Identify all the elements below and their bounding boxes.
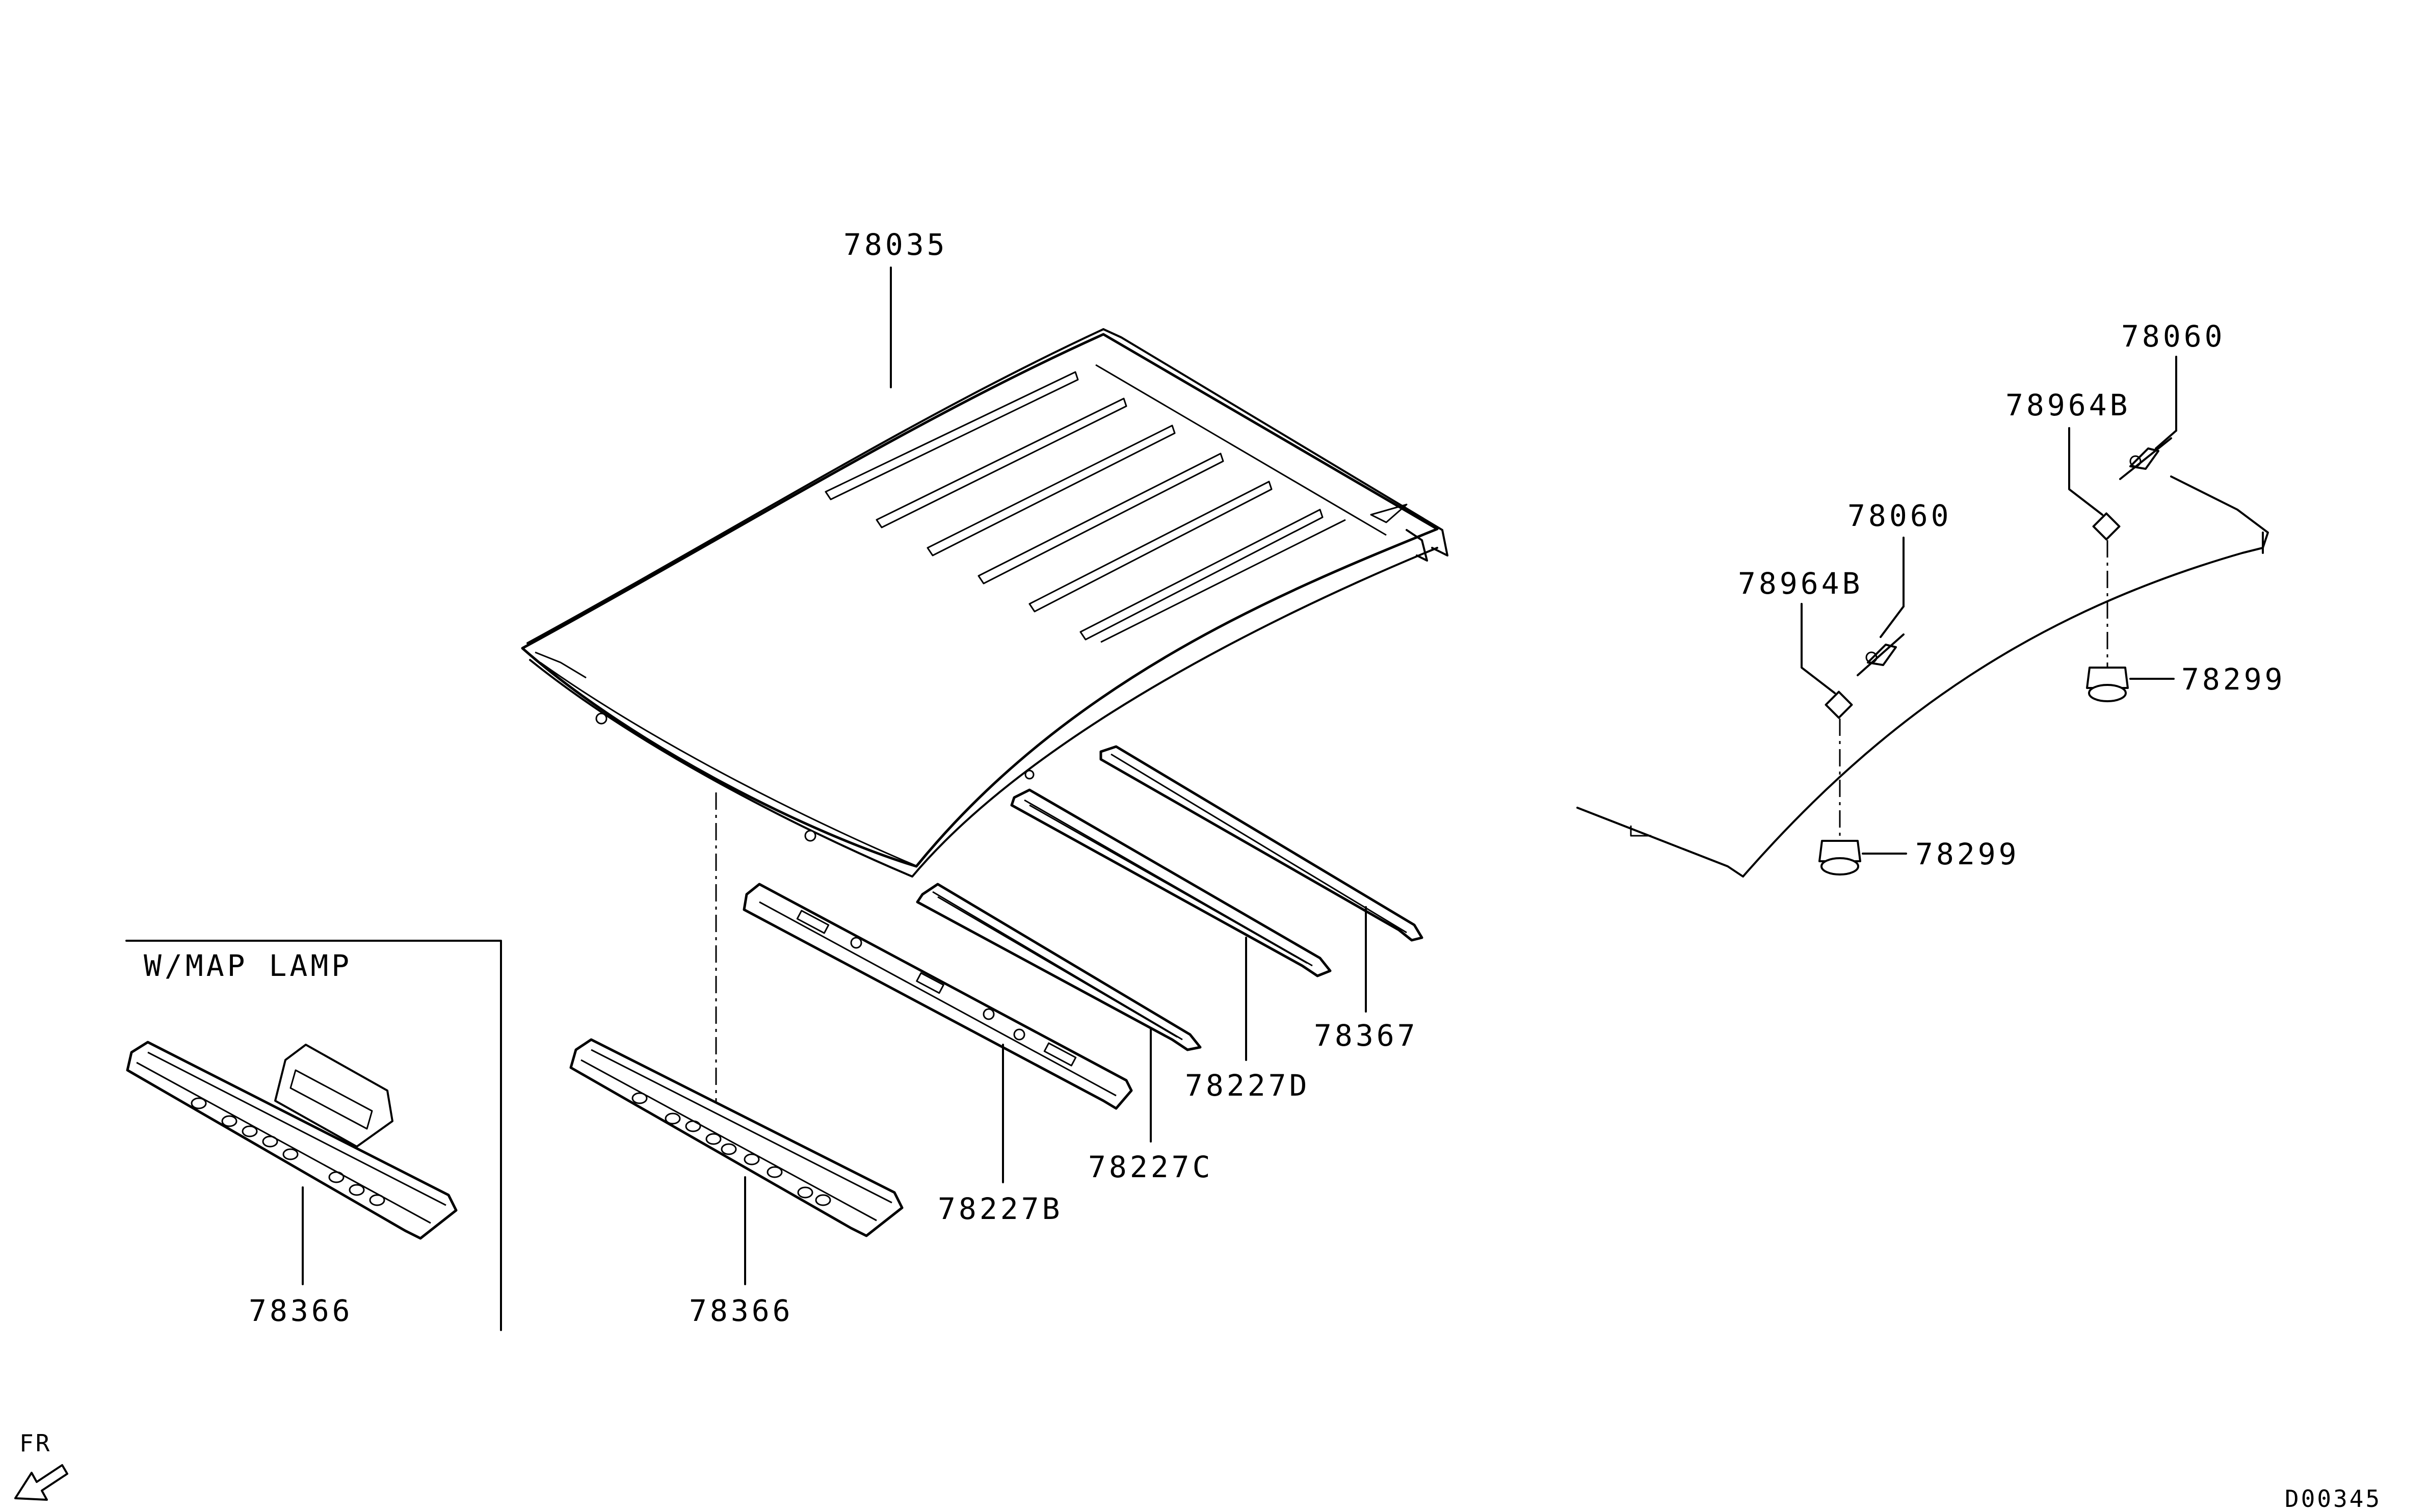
label-78366-inset: 78366 — [249, 1293, 353, 1328]
inset-map-lamp: W/MAP LAMP — [125, 940, 502, 1331]
label-78366: 78366 — [689, 1293, 794, 1328]
label-78227c: 78227C — [1088, 1150, 1213, 1184]
grommet-front — [1818, 840, 1861, 876]
leader-78964b-rear — [2068, 427, 2103, 516]
pad-rear — [2092, 512, 2121, 541]
roof-panel — [521, 328, 1448, 878]
label-78227b: 78227B — [938, 1191, 1063, 1226]
label-78964b-front: 78964B — [1738, 566, 1863, 601]
front-header-78366 — [569, 1038, 904, 1237]
label-78299-front: 78299 — [1915, 837, 2020, 871]
leader-78964b-front — [1801, 603, 1836, 694]
label-78367: 78367 — [1314, 1018, 1418, 1053]
roof-side-view — [1576, 475, 2269, 878]
roof-rail-78227d — [1010, 788, 1332, 977]
leader-78060-rear-tip — [2155, 430, 2177, 449]
clip-rear — [2119, 437, 2172, 480]
label-78060-front: 78060 — [1847, 498, 1952, 533]
grommet-rear — [2086, 667, 2129, 702]
leader-78060-front-tip — [1880, 605, 1905, 638]
roof-rail-78227c — [916, 883, 1202, 1051]
label-78035: 78035 — [843, 227, 948, 262]
direction-label: FR — [19, 1429, 51, 1457]
drawing-code: D00345 — [2285, 1485, 2382, 1512]
inset-label: W/MAP LAMP — [144, 948, 352, 983]
rear-rail-78367 — [1099, 745, 1423, 942]
pad-front — [1825, 691, 1853, 719]
clip-front — [1857, 633, 1905, 676]
front-arrow-icon — [14, 1464, 68, 1501]
label-78060-rear: 78060 — [2121, 319, 2226, 354]
label-78964b-rear: 78964B — [2005, 388, 2131, 422]
label-78227d: 78227D — [1185, 1068, 1310, 1103]
label-78299-rear: 78299 — [2181, 662, 2286, 697]
roof-rail-78227b — [743, 883, 1133, 1110]
